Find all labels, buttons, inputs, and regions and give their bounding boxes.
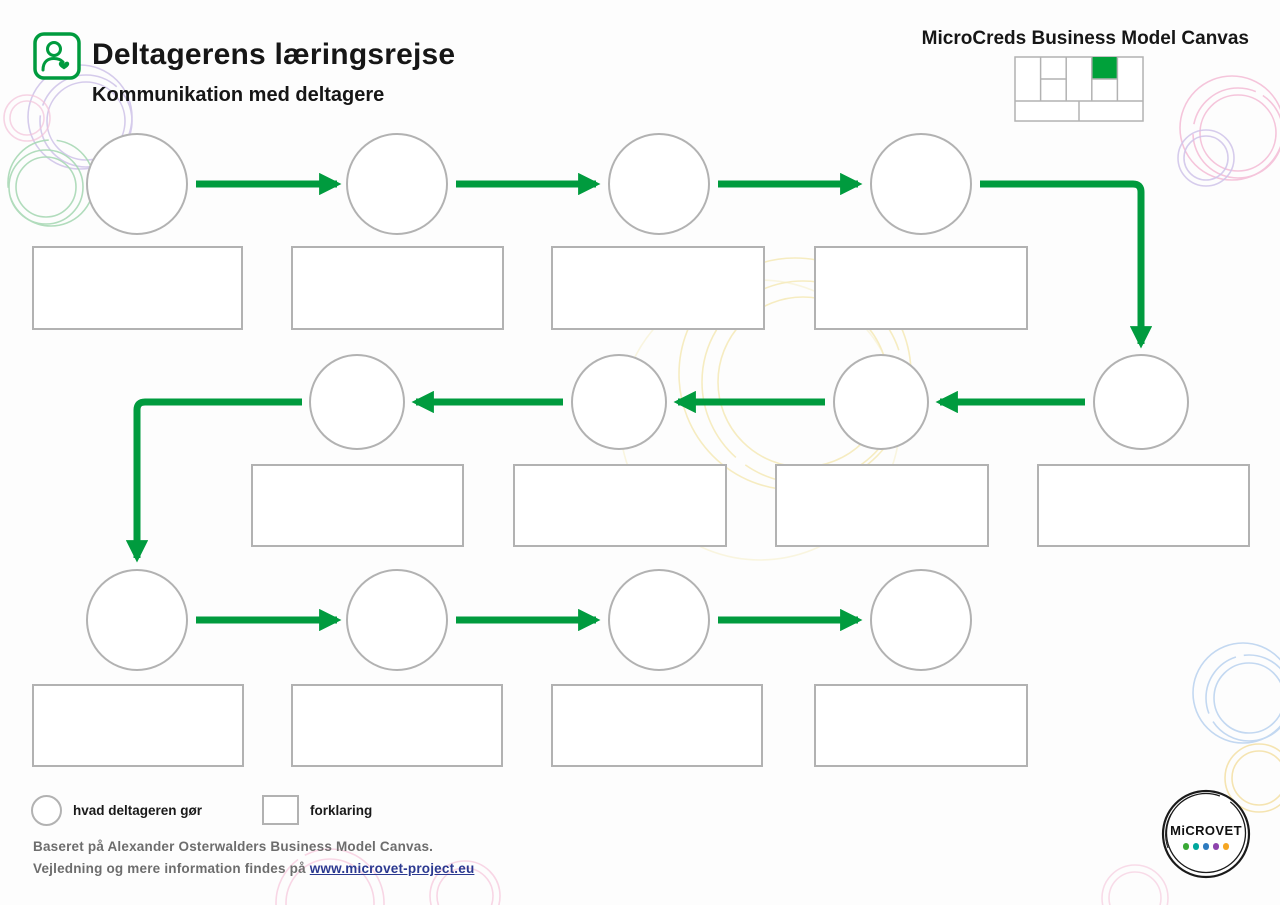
flow-arrow-corner — [125, 398, 302, 563]
journey-note-box[interactable] — [775, 464, 989, 547]
journey-step-circle[interactable] — [309, 354, 405, 450]
journey-note-box[interactable] — [814, 684, 1028, 767]
journey-note-box[interactable] — [814, 246, 1028, 330]
journey-step-circle[interactable] — [346, 569, 448, 671]
footer-line2: Vejledning og mere information findes på… — [33, 858, 474, 880]
footer-line2-prefix: Vejledning og mere information findes på — [33, 861, 306, 876]
journey-step-circle[interactable] — [870, 569, 972, 671]
page-subtitle: Kommunikation med deltagere — [92, 84, 385, 106]
journey-step-circle[interactable] — [608, 133, 710, 235]
journey-note-box[interactable] — [291, 246, 504, 330]
microvet-logo: MiCROVET — [1158, 786, 1254, 882]
logo-dots — [1158, 843, 1254, 850]
footer: Baseret på Alexander Osterwalders Busine… — [33, 836, 474, 880]
journey-step-circle[interactable] — [1093, 354, 1189, 450]
legend-circle-label: hvad deltageren gør — [73, 802, 203, 818]
legend-circle-swatch — [31, 794, 62, 826]
journey-note-box[interactable] — [32, 684, 244, 767]
journey-step-circle[interactable] — [346, 133, 448, 235]
journey-note-box[interactable] — [291, 684, 503, 767]
journey-note-box[interactable] — [1037, 464, 1250, 547]
footer-link[interactable]: www.microvet-project.eu — [309, 861, 475, 876]
legend-box-swatch — [262, 795, 300, 825]
journey-step-circle[interactable] — [571, 354, 667, 450]
bmc-minimap — [1014, 56, 1144, 127]
journey-step-circle[interactable] — [608, 569, 710, 671]
journey-note-box[interactable] — [513, 464, 727, 547]
flow-arrow-corner — [980, 180, 1153, 349]
footer-line1: Baseret på Alexander Osterwalders Busine… — [33, 839, 434, 854]
bmc-highlight-cell — [1091, 57, 1118, 79]
page-title: Deltagerens læringsrejse — [92, 38, 456, 71]
journey-note-box[interactable] — [32, 246, 243, 330]
legend-box-label: forklaring — [310, 802, 373, 818]
journey-step-circle[interactable] — [833, 354, 929, 450]
legend: hvad deltageren gør forklaring — [31, 793, 372, 827]
logo-text: MiCROVET — [1170, 823, 1242, 838]
journey-note-box[interactable] — [551, 684, 763, 767]
journey-step-circle[interactable] — [86, 133, 188, 235]
canvas-ref-label: MicroCreds Business Model Canvas — [921, 28, 1249, 49]
journey-note-box[interactable] — [251, 464, 464, 547]
participant-icon — [33, 32, 81, 85]
logo-circle-sketch — [1161, 789, 1251, 879]
journey-note-box[interactable] — [551, 246, 765, 330]
journey-step-circle[interactable] — [86, 569, 188, 671]
journey-step-circle[interactable] — [870, 133, 972, 235]
